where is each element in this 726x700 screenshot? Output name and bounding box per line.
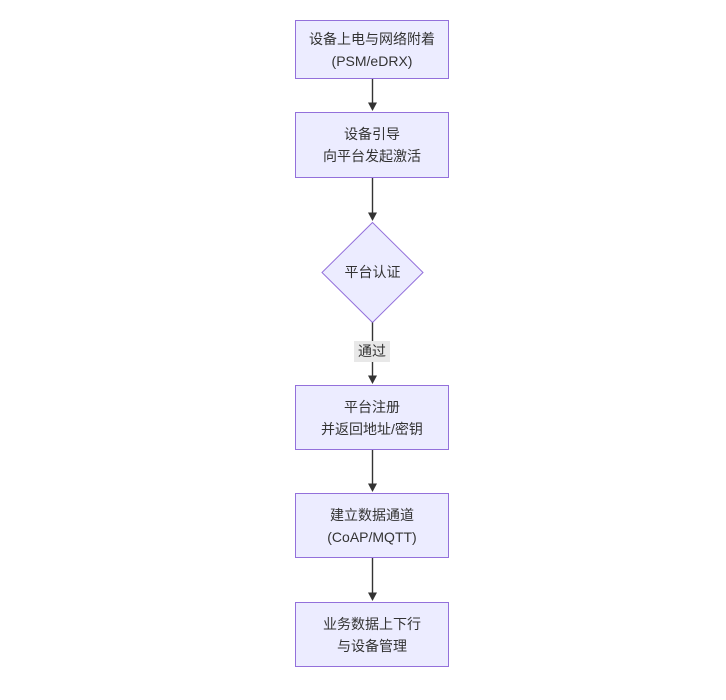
edge-label-pass: 通过 <box>354 341 390 362</box>
arrowhead-5 <box>368 592 377 601</box>
arrowhead-4 <box>368 483 377 492</box>
node-power-attach: 设备上电与网络附着 (PSM/eDRX) <box>295 20 449 79</box>
node-register: 平台注册 并返回地址/密钥 <box>295 385 449 450</box>
node-bootstrap-line2: 向平台发起激活 <box>323 148 421 164</box>
node-bootstrap-line1: 设备引导 <box>344 126 400 142</box>
arrowhead-2 <box>368 212 377 221</box>
node-data-channel-line2: (CoAP/MQTT) <box>327 528 417 545</box>
node-register-line1: 平台注册 <box>344 398 400 415</box>
node-bootstrap: 设备引导 向平台发起激活 <box>295 112 449 178</box>
node-business-data: 业务数据上下行 与设备管理 <box>295 602 449 667</box>
arrowhead-1 <box>368 102 377 111</box>
node-power-attach-line1: 设备上电与网络附着 <box>309 30 435 47</box>
arrowhead-3 <box>368 375 377 384</box>
node-data-channel: 建立数据通道 (CoAP/MQTT) <box>295 493 449 558</box>
node-register-line2: 并返回地址/密钥 <box>321 420 423 437</box>
node-business-data-line1: 业务数据上下行 <box>323 615 421 632</box>
node-power-attach-line2: (PSM/eDRX) <box>331 52 413 69</box>
node-business-data-line2: 与设备管理 <box>337 637 407 654</box>
node-platform-auth-label: 平台认证 <box>344 264 401 280</box>
node-data-channel-line1: 建立数据通道 <box>330 506 414 523</box>
